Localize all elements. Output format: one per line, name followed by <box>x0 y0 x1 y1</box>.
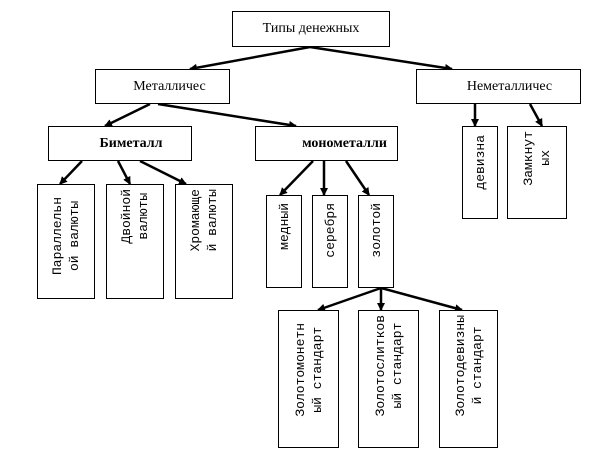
node-gold-label: золотой <box>368 203 384 258</box>
node-metallic: Металличес <box>95 69 230 104</box>
node-copper: медный <box>266 195 302 288</box>
node-copper-label: медный <box>276 203 292 250</box>
node-closed: Замкнут ых <box>507 126 567 219</box>
node-double-label: Двойной валюты <box>119 189 151 244</box>
root-node-label: Типы денежных <box>262 21 360 36</box>
node-gold-coin-label: Золотомонетн ый стандарт <box>292 323 325 417</box>
arrow-monometal-to-gold <box>344 160 371 196</box>
arrow-nonmetallic-to-closed <box>528 103 544 127</box>
node-gold-exchange-label: Золотодевизны й стандарт <box>452 315 485 417</box>
node-silver: серебря <box>312 195 348 288</box>
arrow-root-to-nonmetallic <box>309 45 453 72</box>
arrow-bimetal-to-double <box>116 160 132 185</box>
node-nonmetallic-label: Неметалличес <box>466 78 553 94</box>
node-silver-label: серебря <box>322 203 338 258</box>
node-monometal: монометалли <box>255 126 398 161</box>
arrow-bimetal-to-limping <box>139 159 187 186</box>
node-double-currency: Двойной валюты <box>106 184 164 299</box>
node-monometal-label: монометалли <box>302 135 387 151</box>
node-parallel-label: Параллельн ой валюты <box>50 197 82 276</box>
arrow-metallic-to-monometal <box>157 102 297 129</box>
arrow-root-to-metallic <box>189 45 311 72</box>
root-node-money-types: Типы денежных <box>232 11 390 47</box>
arrow-gold-to-gold-exchange <box>380 286 463 313</box>
arrow-monometal-to-copper <box>279 160 314 196</box>
node-gold-coin-standard: Золотомонетн ый стандарт <box>278 310 339 448</box>
arrow-gold-to-gold-coin <box>317 286 382 312</box>
node-metallic-label: Металличес <box>133 78 206 94</box>
node-bimetal: Биметалл <box>48 126 192 161</box>
node-bimetal-label: Биметалл <box>99 135 163 151</box>
node-limping-label: Хромающе й валюты <box>188 189 220 252</box>
node-parallel-currency: Параллельн ой валюты <box>37 184 95 299</box>
node-nonmetallic: Неметалличес <box>416 69 581 104</box>
node-gold-exchange-standard: Золотодевизны й стандарт <box>439 310 498 448</box>
node-fiat: девизна <box>462 126 498 219</box>
node-gold-bullion-label: Золотослитков ый стандарт <box>372 315 405 417</box>
arrow-bimetal-to-parallel <box>59 160 83 185</box>
node-limping-currency: Хромающе й валюты <box>175 184 233 299</box>
node-fiat-label: девизна <box>472 135 488 190</box>
node-gold: золотой <box>358 195 394 288</box>
node-closed-label: Замкнут ых <box>521 131 553 186</box>
arrow-metallic-to-bimetal <box>104 102 151 128</box>
node-gold-bullion-standard: Золотослитков ый стандарт <box>358 310 419 448</box>
